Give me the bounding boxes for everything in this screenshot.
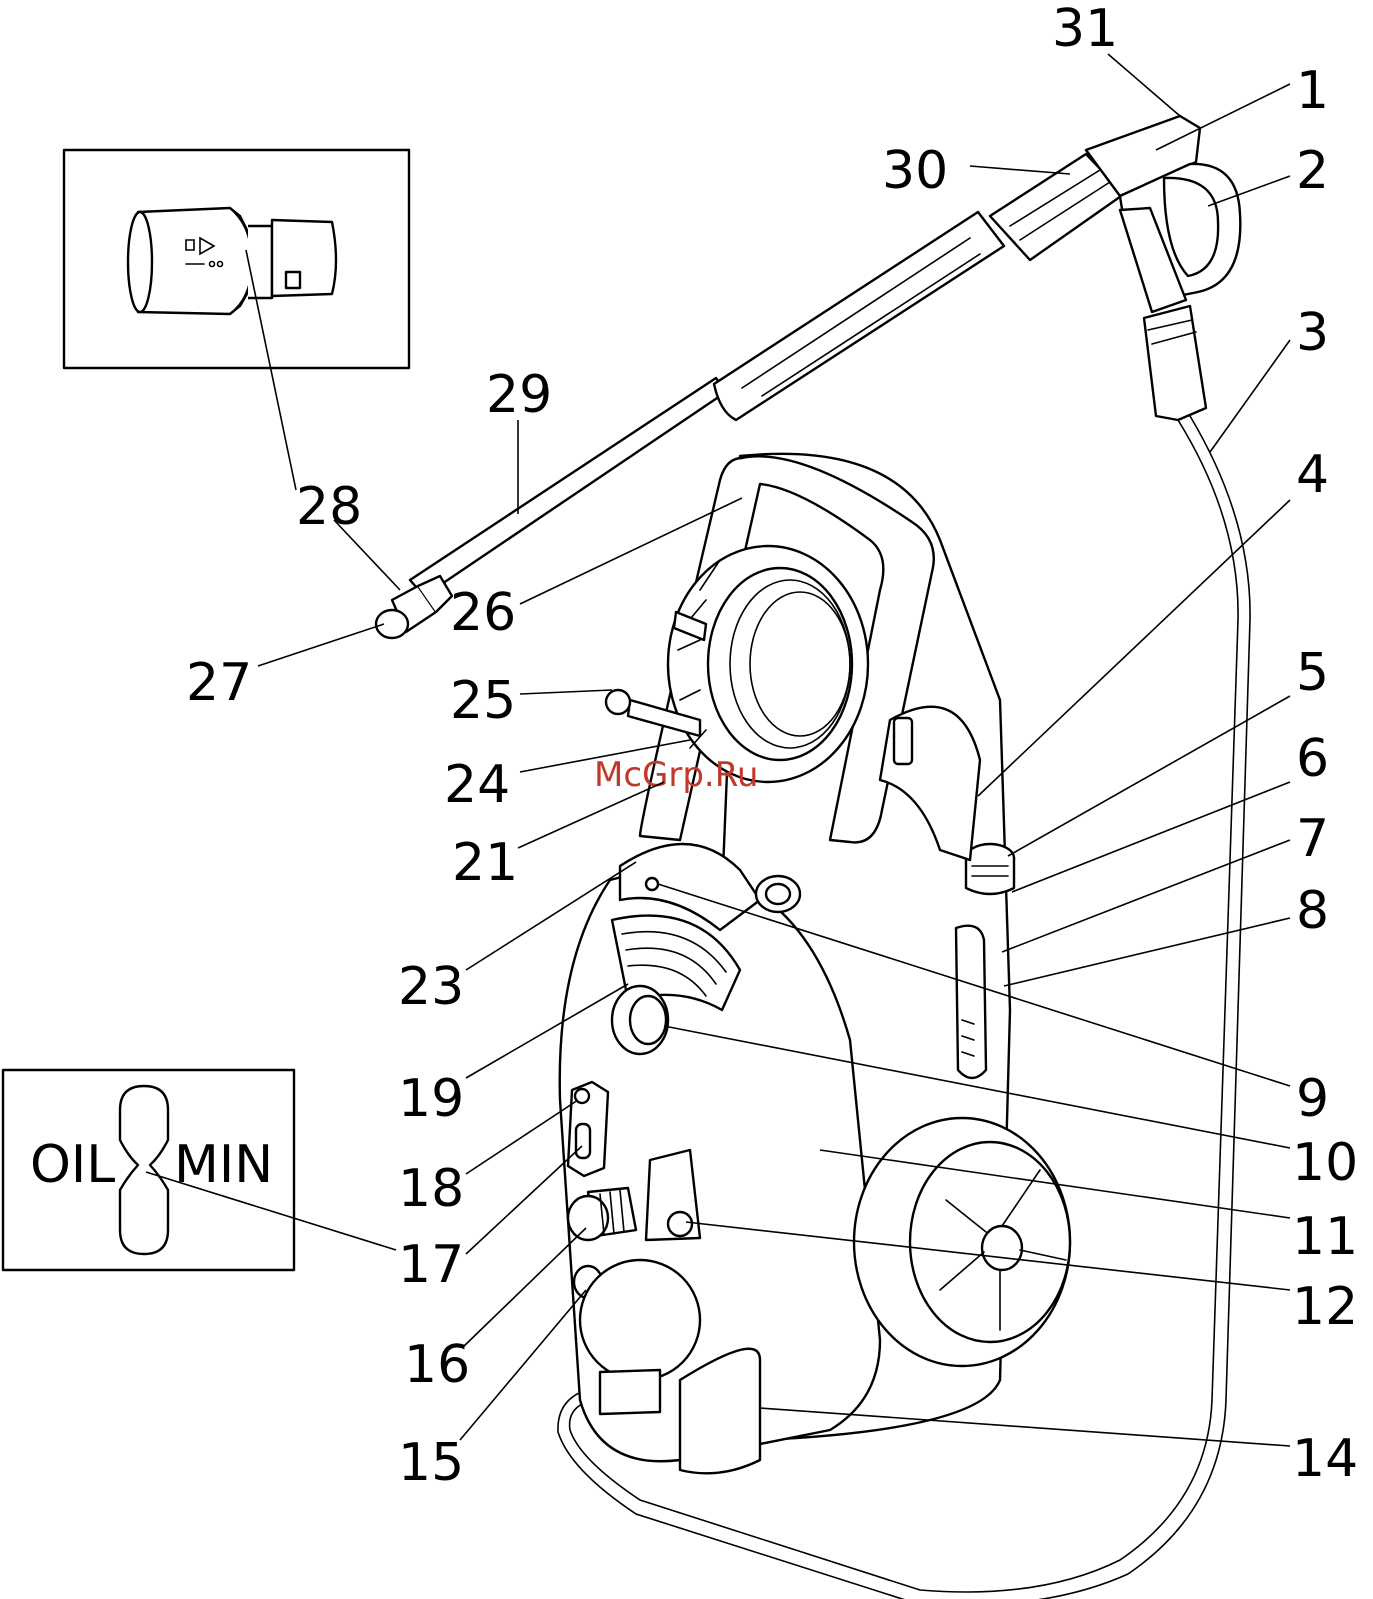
leader-7 xyxy=(1002,840,1290,952)
leader-25 xyxy=(520,690,612,694)
callout-7: 7 xyxy=(1296,809,1329,869)
callout-30: 30 xyxy=(882,141,948,201)
callout-5: 5 xyxy=(1296,643,1329,703)
callout-18: 18 xyxy=(398,1159,464,1219)
callout-28: 28 xyxy=(296,477,362,537)
leader-4 xyxy=(978,500,1290,796)
callout-9: 9 xyxy=(1296,1069,1329,1129)
callout-11: 11 xyxy=(1292,1207,1358,1267)
callout-23: 23 xyxy=(398,957,464,1017)
watermark-text: McGrp.Ru xyxy=(594,755,758,795)
callout-1: 1 xyxy=(1296,61,1329,121)
callout-3: 3 xyxy=(1296,303,1329,363)
leader-8 xyxy=(1004,918,1290,986)
leader-3 xyxy=(1210,340,1290,452)
leader-31 xyxy=(1108,54,1180,116)
leader-27 xyxy=(258,624,384,666)
callout-19: 19 xyxy=(398,1069,464,1129)
callout-29: 29 xyxy=(486,365,552,425)
callout-4: 4 xyxy=(1296,445,1329,505)
oil-level-inset: OIL MIN xyxy=(3,1070,294,1270)
leader-18 xyxy=(466,1100,578,1174)
callout-24: 24 xyxy=(444,755,510,815)
callout-25: 25 xyxy=(450,671,516,731)
callout-6: 6 xyxy=(1296,729,1329,789)
pressure-washer-body xyxy=(560,454,1070,1474)
leader-30 xyxy=(970,166,1070,174)
leader-5 xyxy=(1008,696,1290,856)
callout-26: 26 xyxy=(450,583,516,643)
callout-17: 17 xyxy=(398,1235,464,1295)
callout-16: 16 xyxy=(404,1335,470,1395)
callout-31: 31 xyxy=(1052,0,1118,59)
callout-21: 21 xyxy=(452,833,518,893)
callout-2: 2 xyxy=(1296,141,1329,201)
callout-14: 14 xyxy=(1292,1429,1358,1489)
callout-10: 10 xyxy=(1292,1133,1358,1193)
callout-8: 8 xyxy=(1296,881,1329,941)
nozzle-detail-inset xyxy=(64,150,409,368)
callout-27: 27 xyxy=(186,653,252,713)
leader-6 xyxy=(1012,782,1290,892)
callout-15: 15 xyxy=(398,1433,464,1493)
leader-16 xyxy=(462,1228,586,1348)
callout-12: 12 xyxy=(1292,1277,1358,1337)
leader-15 xyxy=(460,1290,586,1440)
leader-21 xyxy=(518,782,664,848)
oil-label: OIL xyxy=(30,1135,115,1195)
